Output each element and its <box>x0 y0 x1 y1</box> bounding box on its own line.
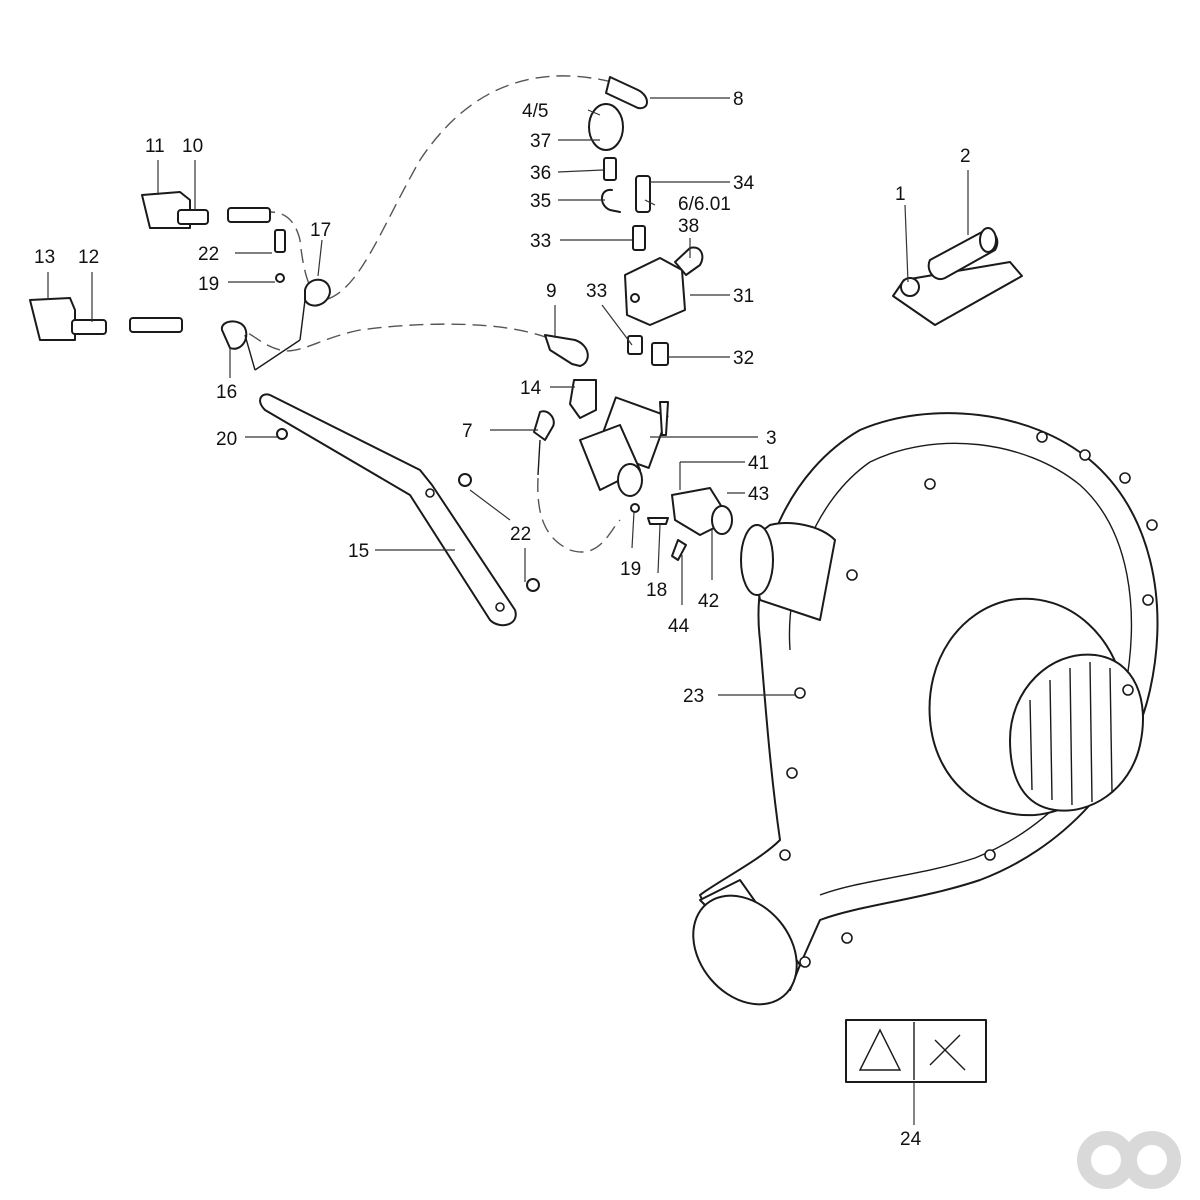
label-43: 43 <box>748 484 769 505</box>
label-42: 42 <box>698 591 719 612</box>
label-35: 35 <box>530 191 551 212</box>
part-number-labels: 1 2 3 4/5 6/6.01 7 8 9 10 11 12 13 14 15… <box>34 89 971 1150</box>
label-12: 12 <box>78 247 99 268</box>
part-shapes <box>29 76 1023 592</box>
leader-lines <box>47 97 969 1125</box>
watermark-logo <box>1077 1131 1181 1189</box>
warning-decal <box>845 1019 987 1083</box>
label-4-5: 4/5 <box>522 101 548 122</box>
label-41: 41 <box>748 453 769 474</box>
label-6: 6/6.01 <box>678 194 731 215</box>
label-34: 34 <box>733 173 755 194</box>
label-33-bottom: 33 <box>586 281 607 302</box>
label-24: 24 <box>900 1129 922 1150</box>
label-33-top: 33 <box>530 231 551 252</box>
label-11: 11 <box>145 136 165 157</box>
label-19-clamp: 19 <box>198 274 219 295</box>
lever-arm <box>259 393 517 627</box>
label-20: 20 <box>216 429 237 450</box>
label-3: 3 <box>766 428 777 449</box>
label-10: 10 <box>182 136 203 157</box>
label-7: 7 <box>462 421 473 442</box>
label-17: 17 <box>310 220 331 241</box>
label-44: 44 <box>668 616 690 637</box>
hydraulic-hoses <box>237 75 621 553</box>
blower-housing <box>692 412 1159 1006</box>
label-15: 15 <box>348 541 369 562</box>
label-8: 8 <box>733 89 744 110</box>
label-31: 31 <box>733 286 754 307</box>
label-18: 18 <box>646 580 667 601</box>
label-38: 38 <box>678 216 699 237</box>
label-1: 1 <box>895 184 906 205</box>
label-2: 2 <box>960 146 971 167</box>
label-19-motor: 19 <box>620 559 641 580</box>
label-23: 23 <box>683 686 704 707</box>
label-22-clamp: 22 <box>198 244 219 265</box>
label-16: 16 <box>216 382 237 403</box>
label-32: 32 <box>733 348 754 369</box>
label-22-lever: 22 <box>510 524 531 545</box>
label-9: 9 <box>546 281 557 302</box>
label-13: 13 <box>34 247 55 268</box>
label-37: 37 <box>530 131 551 152</box>
label-14: 14 <box>520 378 542 399</box>
label-36: 36 <box>530 163 551 184</box>
